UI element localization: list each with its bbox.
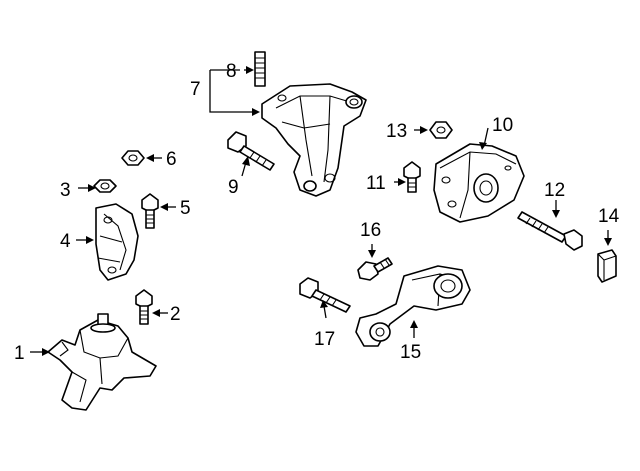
callout-9: 9 xyxy=(228,177,239,198)
arrow-12 xyxy=(552,210,560,218)
arrow-8 xyxy=(246,66,254,74)
part-16-bolt[interactable] xyxy=(357,257,393,281)
arrow-13 xyxy=(420,126,428,134)
part-12-bolt[interactable] xyxy=(517,211,583,251)
callout-3: 3 xyxy=(60,180,71,201)
part-10-transmission-mount[interactable] xyxy=(433,143,525,223)
arrow-4 xyxy=(86,236,94,244)
part-4-bracket[interactable] xyxy=(95,203,139,281)
part-17-bolt[interactable] xyxy=(299,277,351,313)
part-2-bolt[interactable] xyxy=(135,289,153,325)
arrow-17 xyxy=(320,300,328,308)
part-15-torque-rod[interactable] xyxy=(355,265,471,347)
part-5-bolt[interactable] xyxy=(141,193,159,229)
arrow-7 xyxy=(252,108,260,116)
arrow-2 xyxy=(152,309,160,317)
arrow-3 xyxy=(88,184,96,192)
callout-11: 11 xyxy=(366,173,386,194)
part-8-stud[interactable] xyxy=(254,51,266,87)
leader-7-bracket xyxy=(209,69,254,113)
callout-16: 16 xyxy=(360,220,381,241)
callout-1: 1 xyxy=(14,343,25,364)
callout-5: 5 xyxy=(180,198,191,219)
arrow-10 xyxy=(479,142,487,150)
callout-4: 4 xyxy=(60,231,71,252)
part-7-mount-bracket[interactable] xyxy=(261,83,367,197)
callout-13: 13 xyxy=(386,121,407,142)
leader-17 xyxy=(323,305,327,319)
callout-2: 2 xyxy=(170,304,181,325)
part-9-bolt[interactable] xyxy=(227,131,275,171)
callout-12: 12 xyxy=(544,180,565,201)
part-14-cap[interactable] xyxy=(597,249,617,283)
callout-10: 10 xyxy=(492,115,513,136)
arrow-16 xyxy=(368,250,376,258)
part-3-nut[interactable] xyxy=(93,179,117,193)
callout-15: 15 xyxy=(400,342,421,363)
callout-17: 17 xyxy=(314,329,335,350)
part-6-nut[interactable] xyxy=(121,150,145,166)
part-11-bolt[interactable] xyxy=(403,161,421,193)
callout-7: 7 xyxy=(190,79,201,100)
callout-14: 14 xyxy=(598,206,620,227)
arrow-11 xyxy=(398,178,406,186)
arrow-5 xyxy=(160,203,168,211)
arrow-14 xyxy=(604,238,612,246)
part-1-engine-mount[interactable] xyxy=(47,313,157,411)
arrow-15 xyxy=(410,320,418,328)
arrow-1 xyxy=(42,348,50,356)
callout-6: 6 xyxy=(166,149,177,170)
arrow-6 xyxy=(146,154,154,162)
arrow-9 xyxy=(242,156,250,166)
callout-8: 8 xyxy=(226,61,237,82)
part-13-nut[interactable] xyxy=(429,121,453,139)
